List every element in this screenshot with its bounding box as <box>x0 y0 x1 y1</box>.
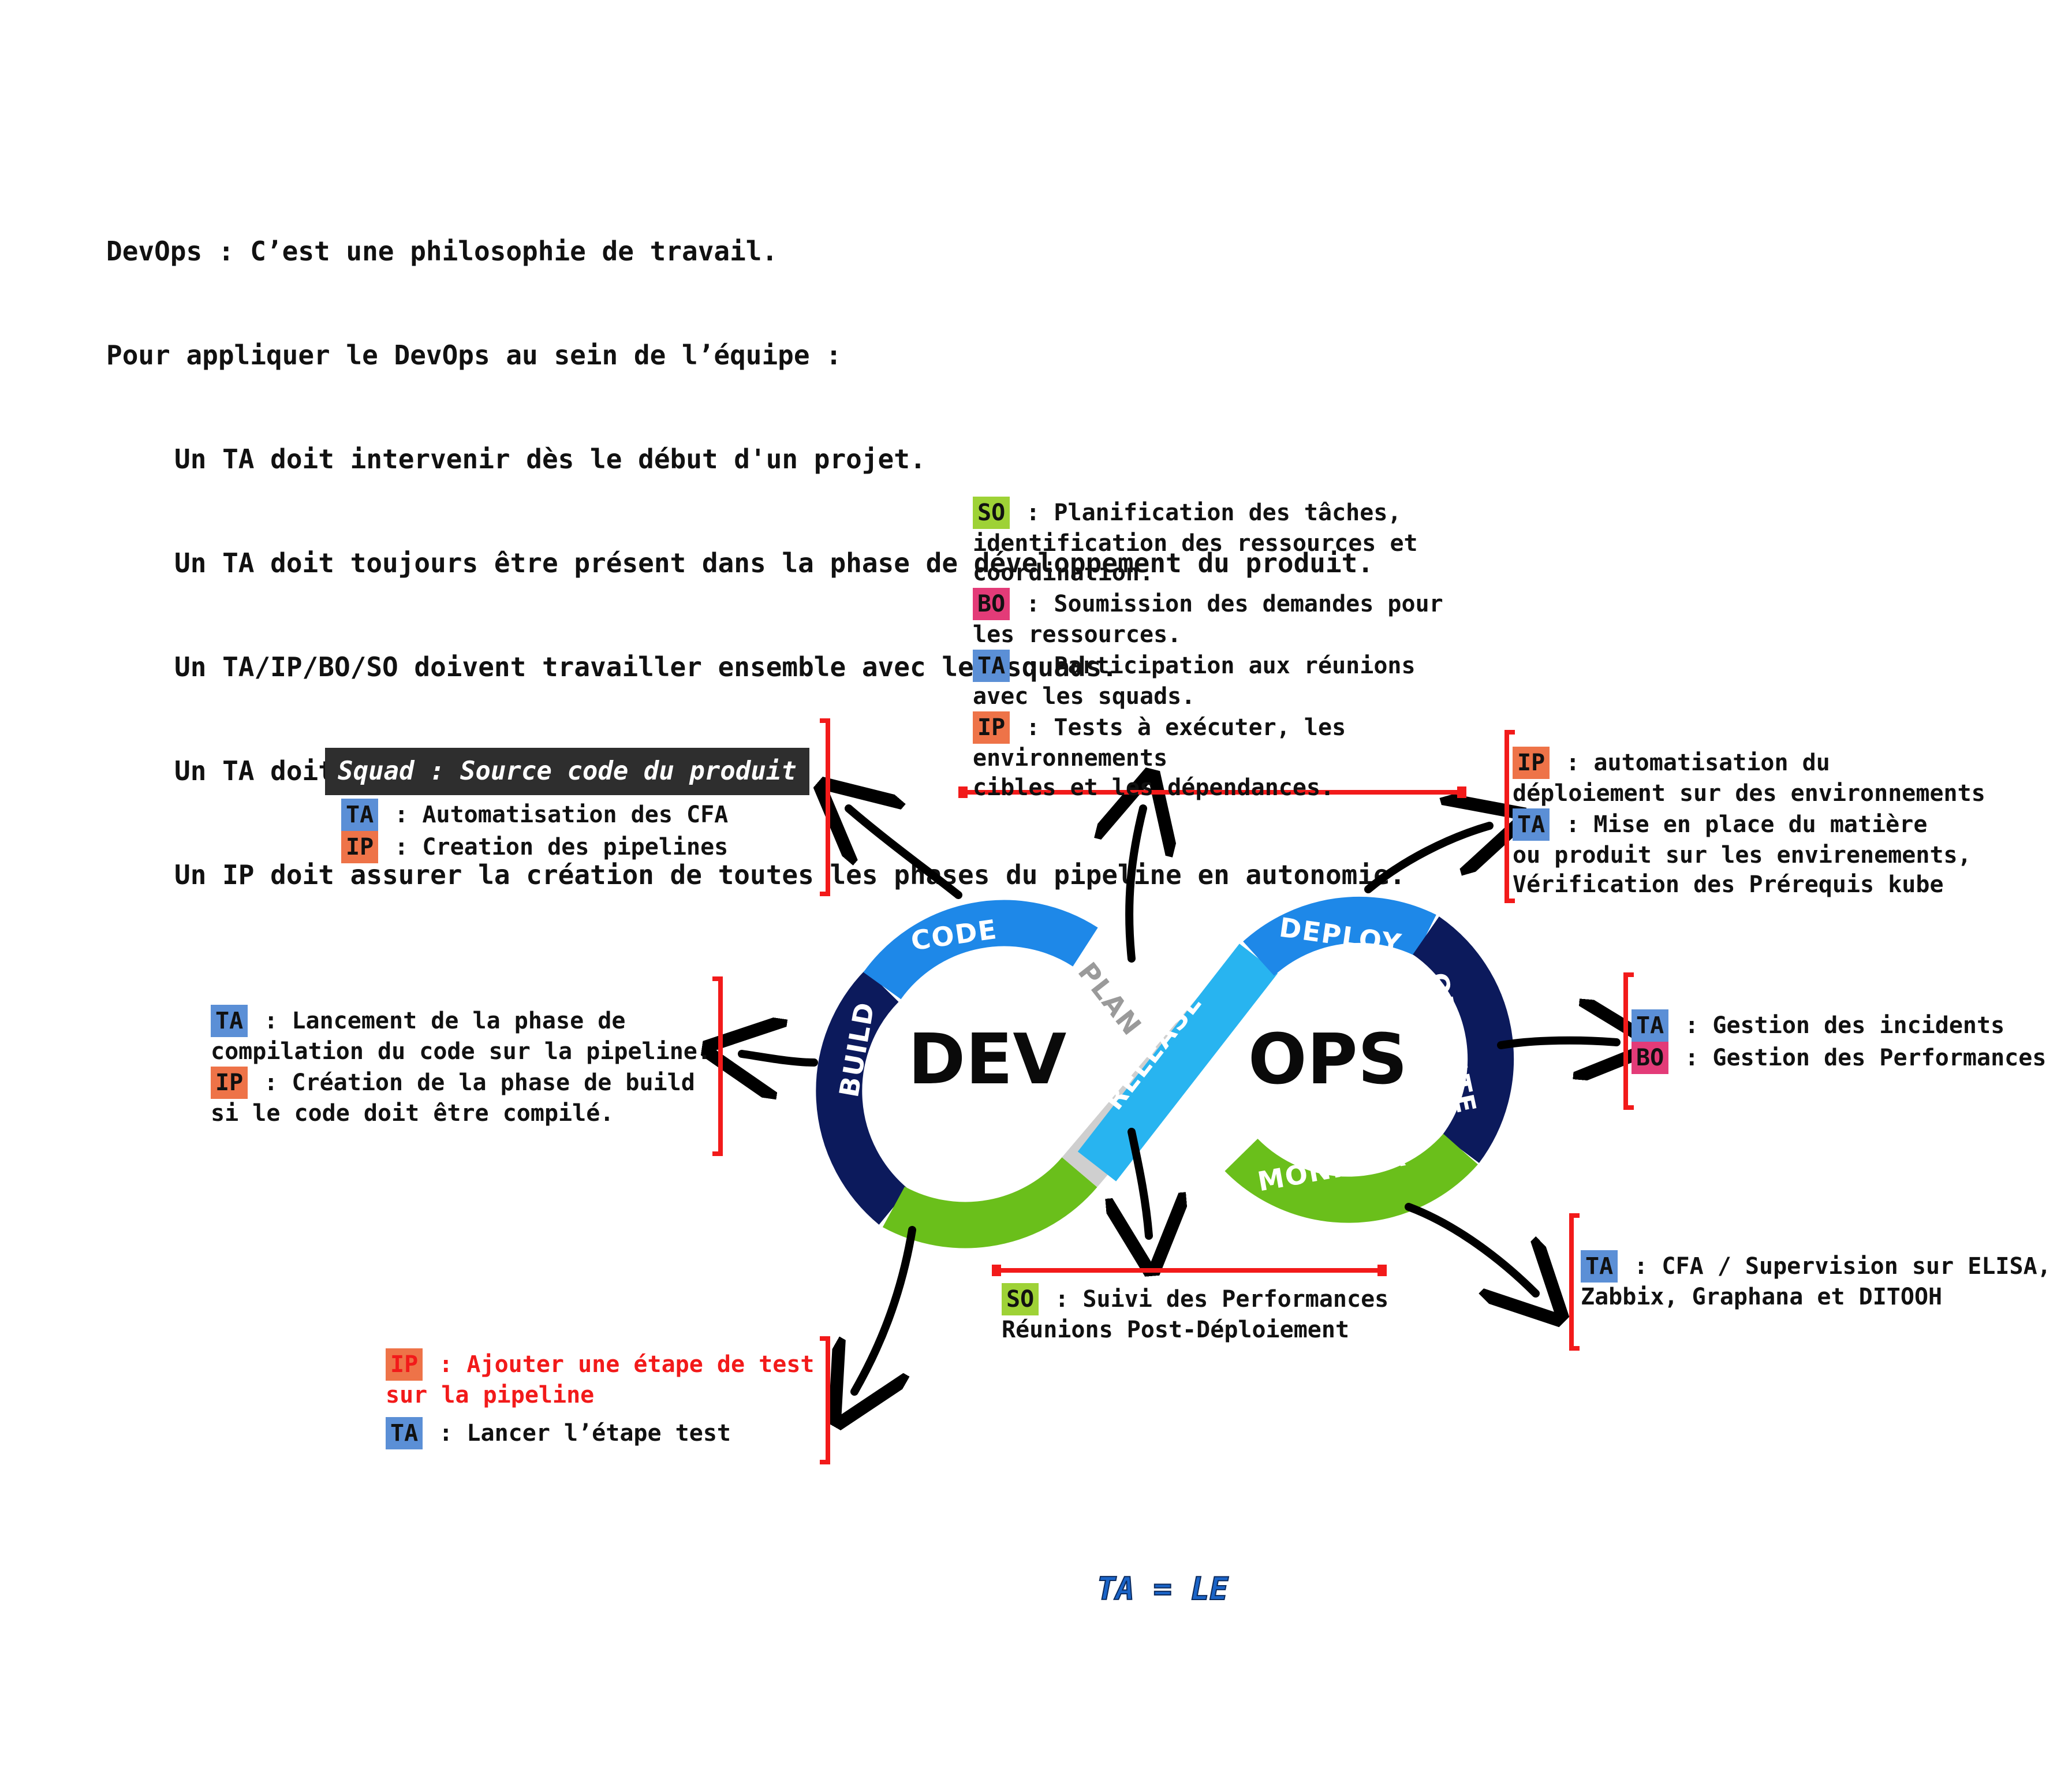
build-ip-text: si le code doit être compilé. <box>211 1100 614 1127</box>
test-ta-text: : Lancer l’étape test <box>439 1420 731 1447</box>
bracket-build <box>712 976 723 1156</box>
deploy-ta-text: : Mise en place du matière <box>1566 811 1928 838</box>
bracket-operate <box>1623 972 1634 1110</box>
test-ip-text: sur la pipeline <box>386 1382 595 1408</box>
plan-so-text: : Planification des tâches, <box>1026 499 1402 526</box>
build-note: TA : Lancement de la phase de compilatio… <box>211 1005 711 1128</box>
release-so-text: : Suivi des Performances <box>1055 1286 1389 1313</box>
bracket-plan-end-right <box>1457 786 1466 798</box>
tag-ip: IP <box>973 711 1010 744</box>
bracket-release-end-right <box>1377 1265 1387 1276</box>
bracket-monitor <box>1569 1213 1580 1351</box>
bracket-code <box>820 718 830 896</box>
dev-label: DEV <box>908 1020 1067 1100</box>
squad-title: Squad : Source code du produit <box>325 748 809 795</box>
bracket-plan-end-left <box>958 786 968 798</box>
release-so-text: Réunions Post-Déploiement <box>1002 1317 1350 1343</box>
intro-rule: Un TA doit toujours être présent dans la… <box>174 547 1374 579</box>
tag-ta: TA <box>211 1005 248 1037</box>
monitor-ta-text: : CFA / Supervision sur ELISA, <box>1634 1253 2051 1280</box>
plan-ip-text: cibles et les dépendances. <box>973 774 1335 801</box>
arrow-release <box>1132 1128 1149 1236</box>
deploy-note: IP : automatisation du déploiement sur d… <box>1513 747 1985 900</box>
plan-note: SO : Planification des tâches, identific… <box>973 497 1443 803</box>
monitor-note: TA : CFA / Supervision sur ELISA, Zabbix… <box>1581 1250 2051 1312</box>
tag-ta: TA <box>973 650 1010 682</box>
plan-so-text: identification des ressources et <box>973 530 1418 557</box>
tag-ta: TA <box>1513 808 1550 841</box>
tag-bo: BO <box>1632 1042 1669 1074</box>
tag-ta: TA <box>1632 1009 1669 1042</box>
arrow-test <box>854 1226 916 1392</box>
stage-plan: PLAN <box>1072 956 1148 1042</box>
arrow-code <box>849 808 962 899</box>
test-note: IP : Ajouter une étape de test sur la pi… <box>386 1348 814 1449</box>
bracket-release-end-left <box>992 1265 1001 1276</box>
plan-ip-text: environnements <box>973 745 1168 771</box>
tag-so: SO <box>1002 1283 1039 1315</box>
plan-ip-text: : Tests à exécuter, les <box>1026 714 1346 741</box>
deploy-ip-text: déploiement sur des environnements <box>1513 780 1985 807</box>
build-ta-text: : Lancement de la phase de <box>264 1008 626 1034</box>
code-ta-text: : Automatisation des CFA <box>394 802 729 828</box>
tag-ta: TA <box>341 799 379 831</box>
stage-test: TEST <box>942 1160 1023 1199</box>
code-note: Squad : Source code du produit TA : Auto… <box>325 748 809 863</box>
build-ta-text: compilation du code sur la pipeline. <box>211 1038 711 1065</box>
test-ip-text: : Ajouter une étape de test <box>439 1351 815 1378</box>
monitor-ta-text: Zabbix, Graphana et DITOOH <box>1581 1284 1943 1310</box>
ops-loop: OPS RELEASE DEPLOY OPERATE MONITOR <box>1077 896 1514 1223</box>
tag-bo: BO <box>973 588 1010 620</box>
arrow-deploy <box>1364 826 1489 893</box>
tag-so: SO <box>973 497 1010 529</box>
deploy-ip-text: : automatisation du <box>1566 750 1830 776</box>
intro-rule: Un TA/IP/BO/SO doivent travailler ensemb… <box>174 651 1118 683</box>
release-note: SO : Suivi des Performances Réunions Pos… <box>1002 1283 1388 1345</box>
arrow-build <box>742 1054 818 1063</box>
deploy-ta-text: Vérification des Prérequis kube <box>1513 871 1944 898</box>
tag-ip: IP <box>386 1348 423 1381</box>
arrow-operate <box>1497 1041 1616 1045</box>
intro-line-1: DevOps : C’est une philosophie de travai… <box>106 236 778 267</box>
tag-ta: TA <box>1581 1250 1618 1283</box>
plan-ta-text: : Participation aux réunions <box>1026 653 1416 679</box>
operate-note: TA : Gestion des incidents BO : Gestion … <box>1632 1009 2046 1074</box>
intro-rule: Un IP doit assurer la création de toutes… <box>174 859 1406 890</box>
intro-rule: Un TA doit intervenir dès le début d'un … <box>174 443 926 475</box>
operate-bo-text: : Gestion des Performances <box>1685 1045 2047 1071</box>
tag-ip: IP <box>341 831 379 863</box>
footer-note: TA = LE <box>1096 1570 1229 1608</box>
ops-label: OPS <box>1248 1020 1408 1100</box>
bracket-test <box>820 1336 830 1464</box>
tag-ta: TA <box>386 1417 423 1449</box>
tag-ip: IP <box>1513 747 1550 779</box>
operate-ta-text: : Gestion des incidents <box>1685 1012 2005 1039</box>
arrow-plan <box>1129 808 1143 963</box>
plan-so-text: coordination. <box>973 560 1154 586</box>
tag-ip: IP <box>211 1067 248 1099</box>
intro-line-2: Pour appliquer le DevOps au sein de l’éq… <box>106 340 842 371</box>
plan-ta-text: avec les squads. <box>973 683 1196 710</box>
stage-code: CODE <box>909 914 1000 956</box>
deploy-ta-text: ou produit sur les envirenements, <box>1513 842 1972 868</box>
arrow-monitor <box>1405 1203 1536 1293</box>
build-ip-text: : Création de la phase de build <box>264 1069 695 1096</box>
bracket-deploy <box>1504 730 1515 903</box>
plan-bo-text: : Soumission des demandes pour <box>1026 591 1443 617</box>
plan-bo-text: les ressources. <box>973 621 1182 648</box>
code-ip-text: : Creation des pipelines <box>394 834 729 860</box>
